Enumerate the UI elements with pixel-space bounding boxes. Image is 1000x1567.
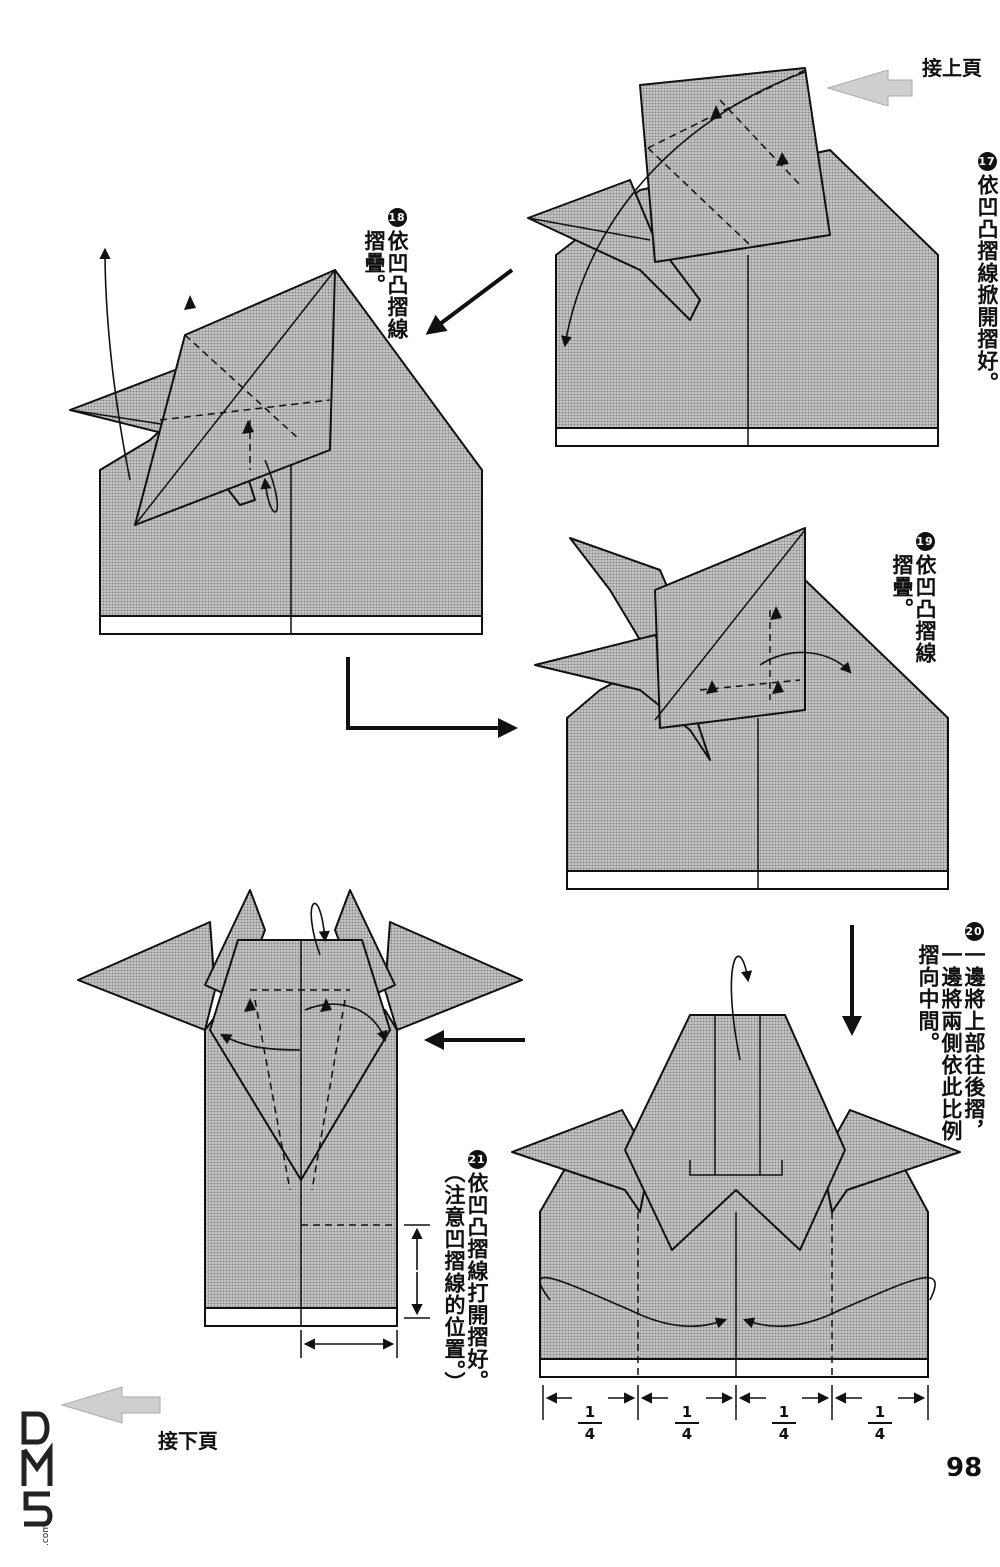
step-19-number: 19	[915, 532, 935, 551]
continue-from-arrow	[826, 69, 913, 107]
step-21-line-1: 依凹凸摺線打開摺好。	[465, 1172, 489, 1392]
fraction-4-numerator: 1	[874, 1403, 886, 1421]
step-18-line-1: 依凹凸摺線	[385, 230, 409, 340]
step-20-number: 20	[964, 922, 984, 941]
step-21-line-2: （注意凹摺線的位置。）	[442, 1162, 466, 1394]
step-20-instruction: 20 一邊將上部往後摺， 一邊將兩側依此比例 摺向中間。	[916, 922, 986, 1142]
step-18-number: 18	[387, 208, 407, 227]
page-number: 98	[946, 1453, 983, 1483]
step-20-line-3: 摺向中間。	[916, 944, 940, 1054]
fraction-1-numerator: 1	[584, 1403, 596, 1421]
step-19-instruction: 19 依凹凸摺線 摺疊。	[890, 532, 937, 664]
step-17-text: 依凹凸摺線掀開摺好。	[975, 174, 999, 394]
step-21-figure	[77, 889, 523, 1358]
fraction-2-numerator: 1	[681, 1403, 693, 1421]
step-20-line-2: 一邊將兩側依此比例	[939, 944, 963, 1142]
step-21-instruction: 21 依凹凸摺線打開摺好。 （注意凹摺線的位置。）	[442, 1150, 489, 1394]
step-18-column-1: 18 依凹凸摺線	[385, 208, 409, 340]
flow-arrow-17-to-18	[425, 268, 514, 335]
step-19-figure	[534, 527, 949, 890]
fraction-1-denominator: 4	[584, 1425, 596, 1443]
fraction-3-numerator: 1	[778, 1403, 790, 1421]
flow-arrow-18-to-19	[346, 657, 518, 738]
fraction-4-denominator: 4	[874, 1425, 886, 1443]
step-18-line-2: 摺疊。	[362, 230, 386, 296]
step-18-figure	[69, 247, 483, 635]
step-20-figure	[511, 955, 961, 1420]
continue-from-label: 接上頁	[922, 56, 982, 80]
continue-to-arrow	[60, 1386, 161, 1424]
step-17-instruction: 17 依凹凸摺線掀開摺好。	[975, 152, 999, 394]
fraction-3-denominator: 4	[778, 1425, 790, 1443]
step-18-instruction: 18 依凹凸摺線 摺疊。	[362, 208, 409, 340]
step-21-number: 21	[467, 1150, 487, 1169]
step-20-line-1: 一邊將上部往後摺，	[962, 944, 986, 1142]
step-19-line-1: 依凹凸摺線	[913, 554, 937, 664]
svg-text:.com: .com	[41, 1524, 51, 1546]
dm5-watermark-logo: .com	[21, 1411, 53, 1546]
step-17-figure	[527, 67, 939, 447]
continue-to-label: 接下頁	[158, 1429, 218, 1453]
step-19-line-2: 摺疊。	[890, 554, 914, 620]
fraction-2-denominator: 4	[681, 1425, 693, 1443]
step-17-number: 17	[977, 152, 997, 171]
